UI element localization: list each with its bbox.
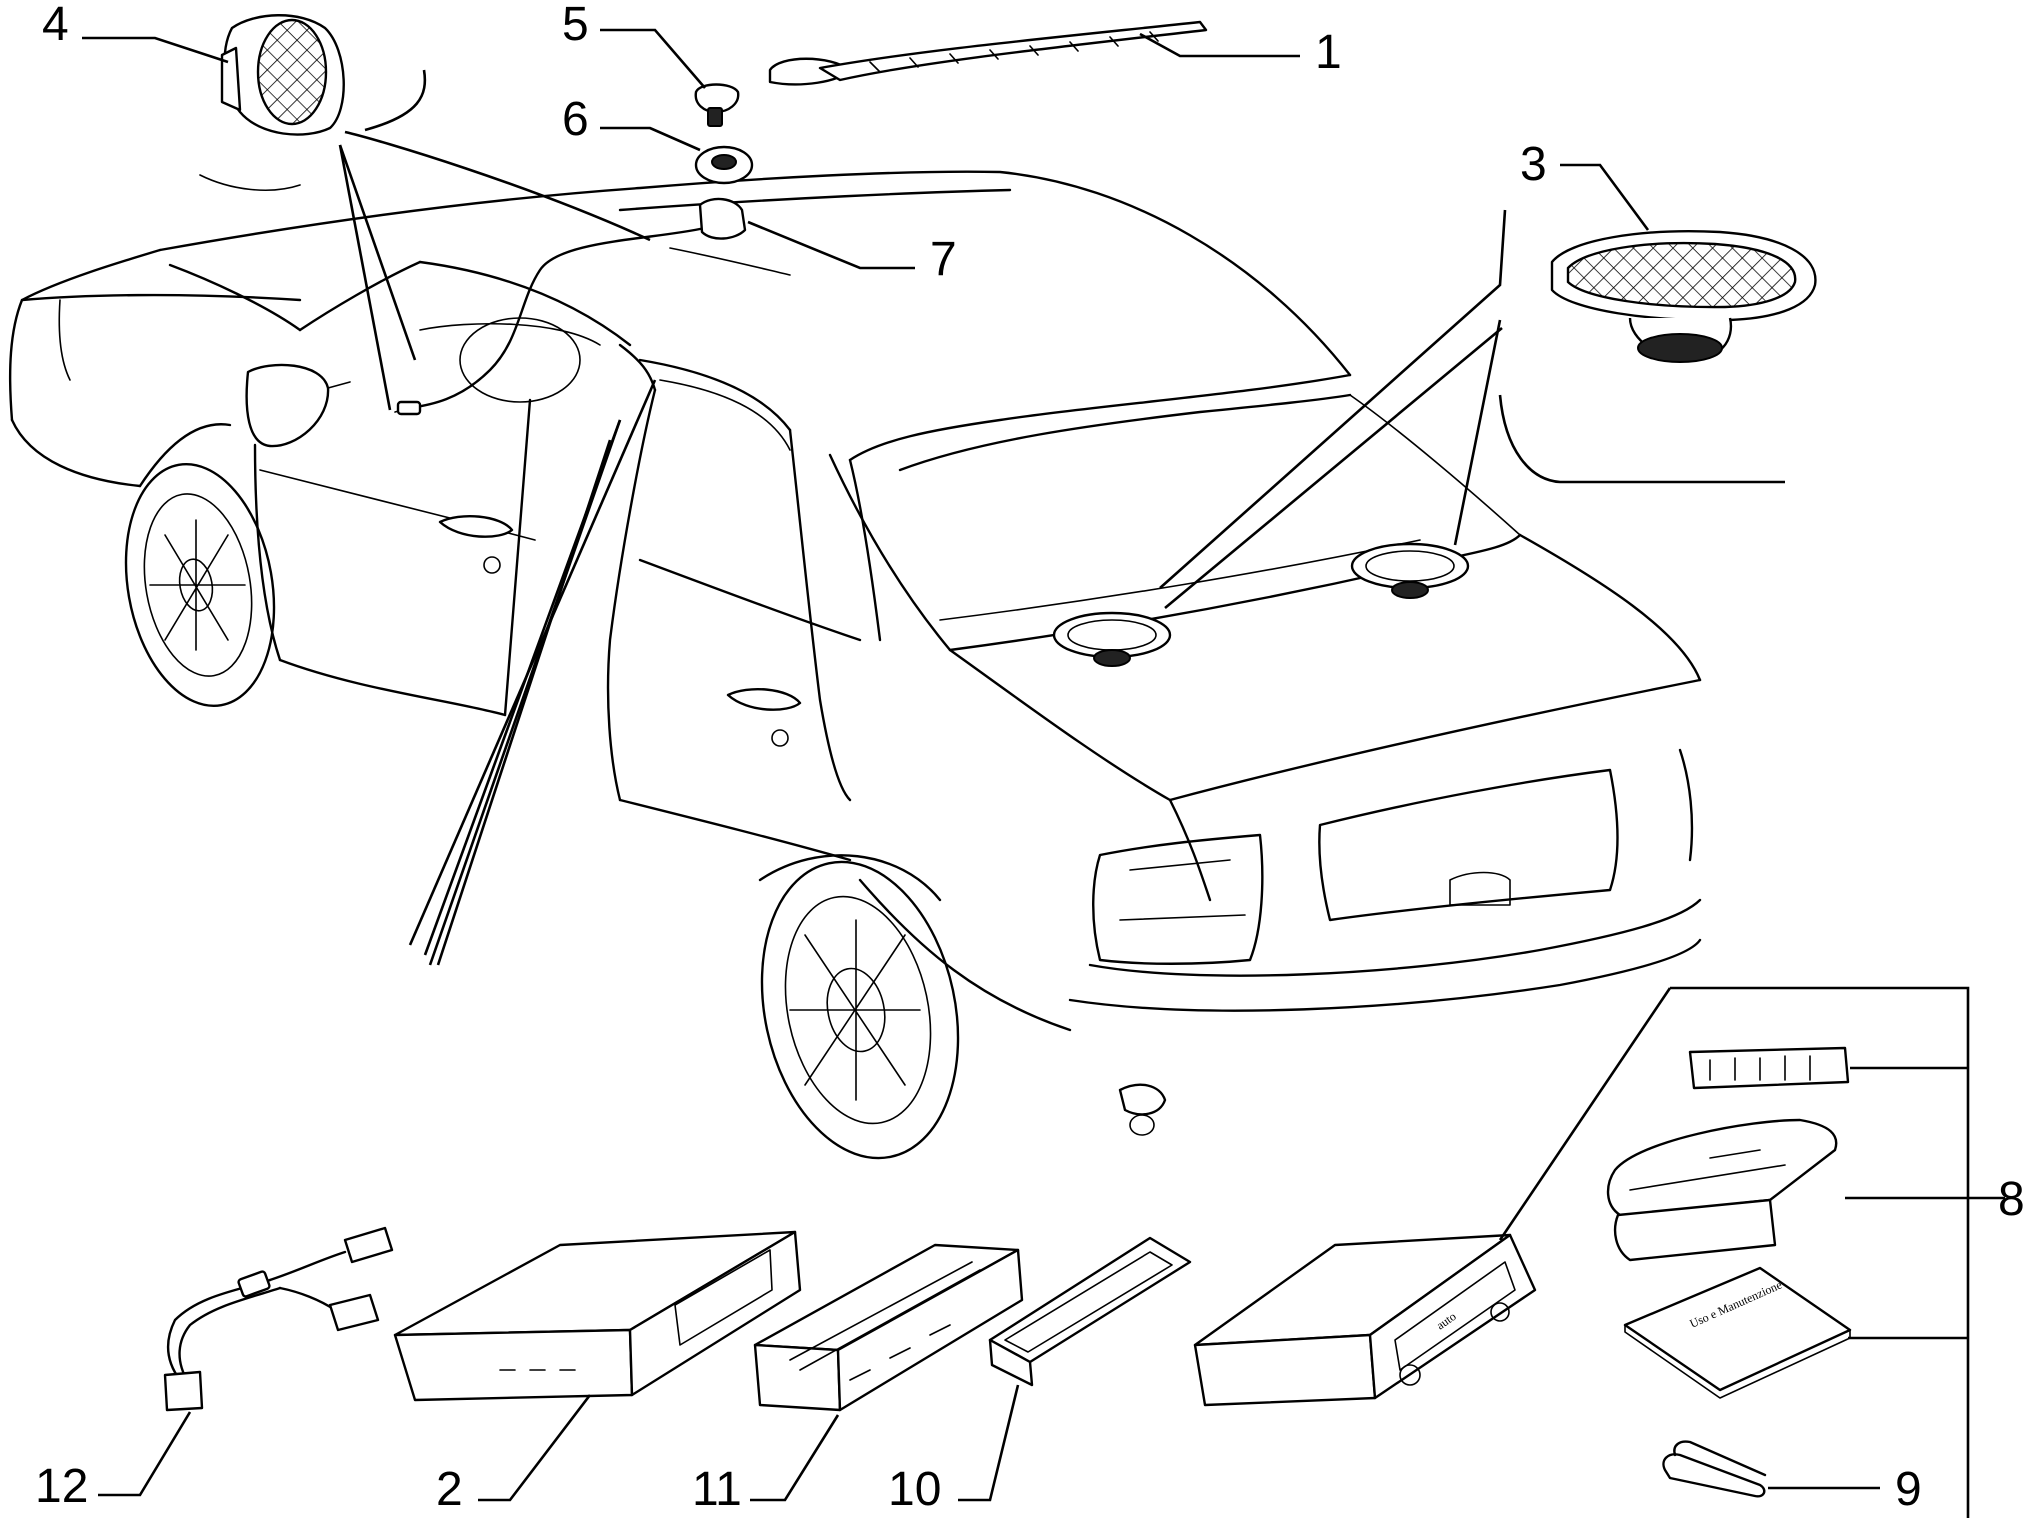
part-9-extraction-keys <box>1662 1440 1767 1498</box>
callout-1: 1 <box>1315 26 1342 79</box>
callout-8: 8 <box>1998 1173 2025 1226</box>
part-8-storage-case <box>1606 1118 1838 1262</box>
callout-2: 2 <box>436 1463 463 1516</box>
part-5-antenna-mount-nut <box>694 83 740 127</box>
part-12-wiring-harness <box>163 1226 394 1412</box>
part-8-remote-keypad <box>1688 1046 1850 1090</box>
callout-5: 5 <box>562 0 589 51</box>
part-8-owner-manual: Uso e Manutenzione <box>1623 1266 1852 1399</box>
part-1-antenna-mast <box>768 20 1208 86</box>
part-3-rear-speaker <box>1550 230 1817 363</box>
callout-9: 9 <box>1895 1463 1922 1516</box>
antenna-cable <box>394 197 747 416</box>
callout-labels: 4 5 6 7 1 3 8 9 12 2 11 10 <box>35 0 2025 1516</box>
part-6-antenna-gasket <box>694 145 754 185</box>
part-4-door-speaker <box>220 14 345 136</box>
callout-6: 6 <box>562 93 589 146</box>
callout-11: 11 <box>692 1463 742 1516</box>
car-illustration <box>8 170 1702 1160</box>
part-8-radio-unit: auto <box>1193 1233 1537 1407</box>
callout-3: 3 <box>1520 138 1547 191</box>
callout-7: 7 <box>930 233 957 286</box>
part-2-radio-housing <box>393 1230 802 1402</box>
part-11-radio-cage <box>753 1243 1024 1412</box>
part-10-trim-frame <box>988 1236 1192 1387</box>
callout-12: 12 <box>35 1460 88 1513</box>
leader-lines <box>82 28 2005 1518</box>
callout-10: 10 <box>888 1463 941 1516</box>
callout-4: 4 <box>42 0 69 51</box>
